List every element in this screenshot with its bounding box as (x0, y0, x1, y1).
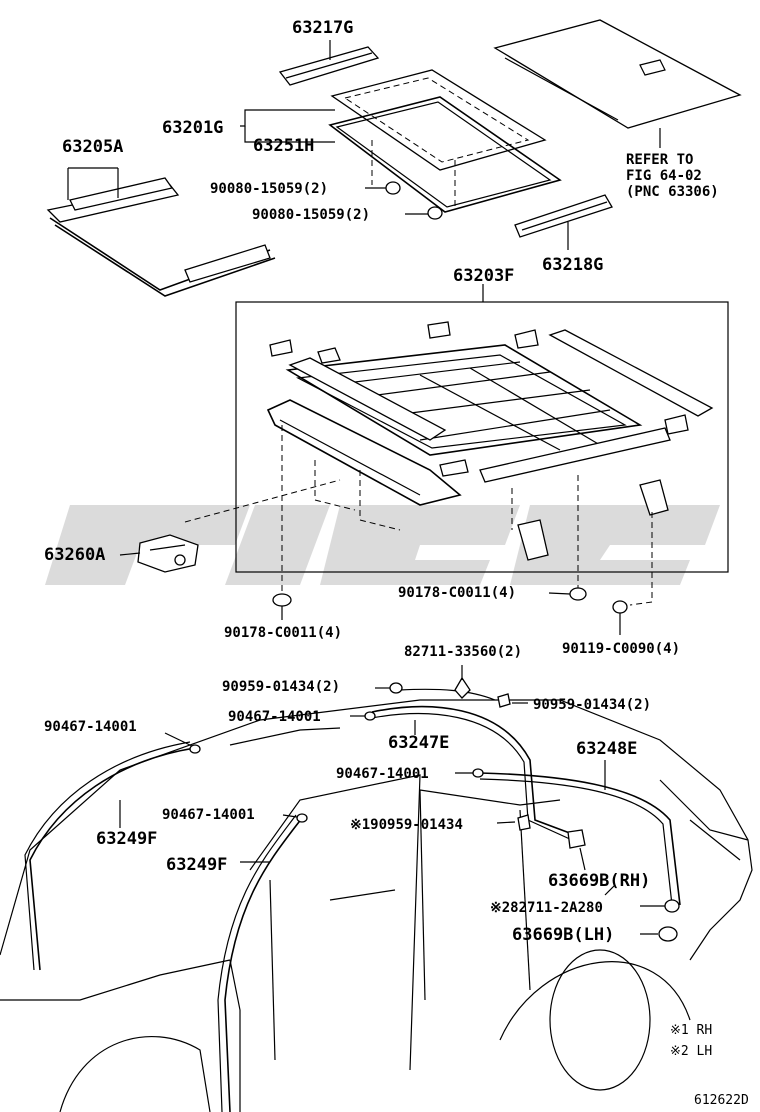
label-63205a: 63205A (62, 137, 123, 157)
drain-hose-63249f-front-left (24, 741, 196, 971)
label-63669b-rh: 63669B(RH) (548, 871, 650, 891)
label-82711-33560: 82711-33560(2) (404, 644, 522, 660)
label-90959-01434-left: 90959-01434(2) (222, 679, 340, 695)
leader-63201g (240, 109, 335, 127)
bracket-part-63218g (514, 194, 613, 250)
leader-63260a (119, 552, 141, 556)
label-63203f: 63203F (453, 266, 514, 286)
car-body-outline (0, 699, 753, 1112)
label-63669b-lh: 63669B(LH) (512, 925, 614, 945)
frame-assembly-box (235, 301, 729, 573)
label-63201g: 63201G (162, 118, 223, 138)
sunshade-panel (493, 19, 742, 148)
label-90178-c0011-right: 90178-C0011(4) (398, 585, 516, 601)
dash-motor (184, 479, 341, 523)
label-90467-14001-d: 90467-14001 (162, 807, 255, 823)
clip-90178-right (569, 587, 587, 601)
dash-c0090 (629, 512, 653, 606)
clamp-90467-a (364, 711, 376, 721)
label-82711-2a280: ※282711-2A280 (490, 900, 603, 916)
drain-hose-63249f-front (217, 814, 303, 1112)
clamp-90467-b (189, 744, 201, 754)
leader-c0011-right (548, 592, 571, 595)
label-90467-14001-c: 90467-14001 (336, 766, 429, 782)
label-63247e: 63247E (388, 733, 449, 753)
weatherstrip-63251h (328, 96, 562, 213)
label-63248e: 63248E (576, 739, 637, 759)
dash-motor-b (314, 460, 356, 511)
clip-90178-left (272, 593, 292, 620)
label-refer-line2: FIG 64-02 (626, 168, 702, 184)
label-figure-id: 612622D (694, 1093, 749, 1108)
label-63249f-b: 63249F (166, 855, 227, 875)
label-63217g: 63217G (292, 18, 353, 38)
label-note-lh: ※2 LH (670, 1044, 712, 1059)
clamp-90467-d (296, 813, 308, 823)
motor-63260a (137, 534, 199, 573)
bolt-90080-b (405, 206, 443, 220)
drain-hose-63248e (479, 772, 681, 906)
label-90467-14001-b: 90467-14001 (44, 719, 137, 735)
dash-motor-c (359, 470, 401, 531)
label-refer-line1: REFER TO (626, 152, 693, 168)
label-90467-14001-a: 90467-14001 (228, 709, 321, 725)
side-rail-63205a (46, 167, 276, 297)
clip-82711-33560 (454, 665, 471, 699)
leader-lines-bottom (119, 687, 665, 935)
label-63249f-a: 63249F (96, 829, 157, 849)
drain-hose-front-upper (399, 688, 496, 701)
deflector-part-63217g (278, 40, 380, 86)
leader-63251h (244, 126, 335, 143)
screw-90119 (612, 600, 628, 635)
clip-90959-right (497, 693, 511, 708)
valve-63669b-rh (567, 829, 586, 849)
label-90959-01434-right: 90959-01434(2) (533, 697, 651, 713)
label-90119-c0090: 90119-C0090(4) (562, 641, 680, 657)
glass-panel-63201g (330, 69, 547, 171)
label-63251h: 63251H (253, 136, 314, 156)
label-63218g: 63218G (542, 255, 603, 275)
label-63260a: 63260A (44, 545, 105, 565)
label-bolt-90080-b: 90080-15059(2) (252, 207, 370, 223)
label-90959-01434-note1: ※190959-01434 (350, 817, 463, 833)
drain-hose-63247e (371, 705, 576, 841)
clip-90959-left (389, 682, 403, 694)
sunroof-frame-63203f (266, 321, 714, 561)
bolt-90080-a (365, 181, 401, 195)
watermark-logo (45, 505, 720, 585)
clip-82711-2a280 (664, 899, 680, 913)
valve-63669b-lh (658, 926, 678, 942)
label-note-rh: ※1 RH (670, 1023, 712, 1038)
grommet-90959-note1 (517, 814, 531, 831)
label-90178-c0011-left: 90178-C0011(4) (224, 625, 342, 641)
clamp-90467-c (472, 768, 484, 778)
label-refer-line3: (PNC 63306) (626, 184, 719, 200)
label-bolt-90080-a: 90080-15059(2) (210, 181, 328, 197)
